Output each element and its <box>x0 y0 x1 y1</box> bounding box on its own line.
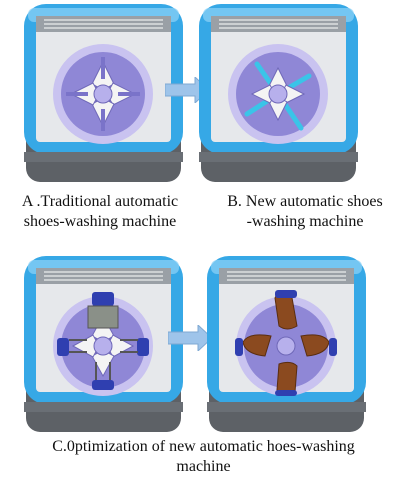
washing-machine-a-illustration <box>24 4 183 182</box>
caption-b-line1: B. New automatic shoes <box>227 193 383 210</box>
panel-c1-optimized-machine <box>22 254 185 434</box>
washing-machine-c1-illustration <box>24 256 183 432</box>
caption-b-line2: -washing machine <box>246 213 364 230</box>
caption-a-line1: A .Traditional automatic <box>21 193 179 210</box>
panel-c2-machine-with-shoes <box>205 254 368 434</box>
caption-a-line2: shoes-washing machine <box>23 213 177 230</box>
caption-c-line1: C.0ptimization of new automatic hoes-was… <box>52 438 355 455</box>
shoe-clamps <box>57 292 149 390</box>
panel-b-new-machine <box>197 2 360 185</box>
caption-c: C.0ptimization of new automatic hoes-was… <box>0 437 407 477</box>
washing-machine-b-illustration <box>199 4 358 182</box>
panel-a-traditional-machine <box>22 2 185 185</box>
arrow-right-icon <box>168 325 212 351</box>
caption-a: A .Traditional automatic shoes-washing m… <box>0 192 200 232</box>
caption-b: B. New automatic shoes -washing machine <box>203 192 407 232</box>
caption-c-line2: machine <box>176 458 231 475</box>
washing-machine-c2-illustration <box>207 256 366 432</box>
